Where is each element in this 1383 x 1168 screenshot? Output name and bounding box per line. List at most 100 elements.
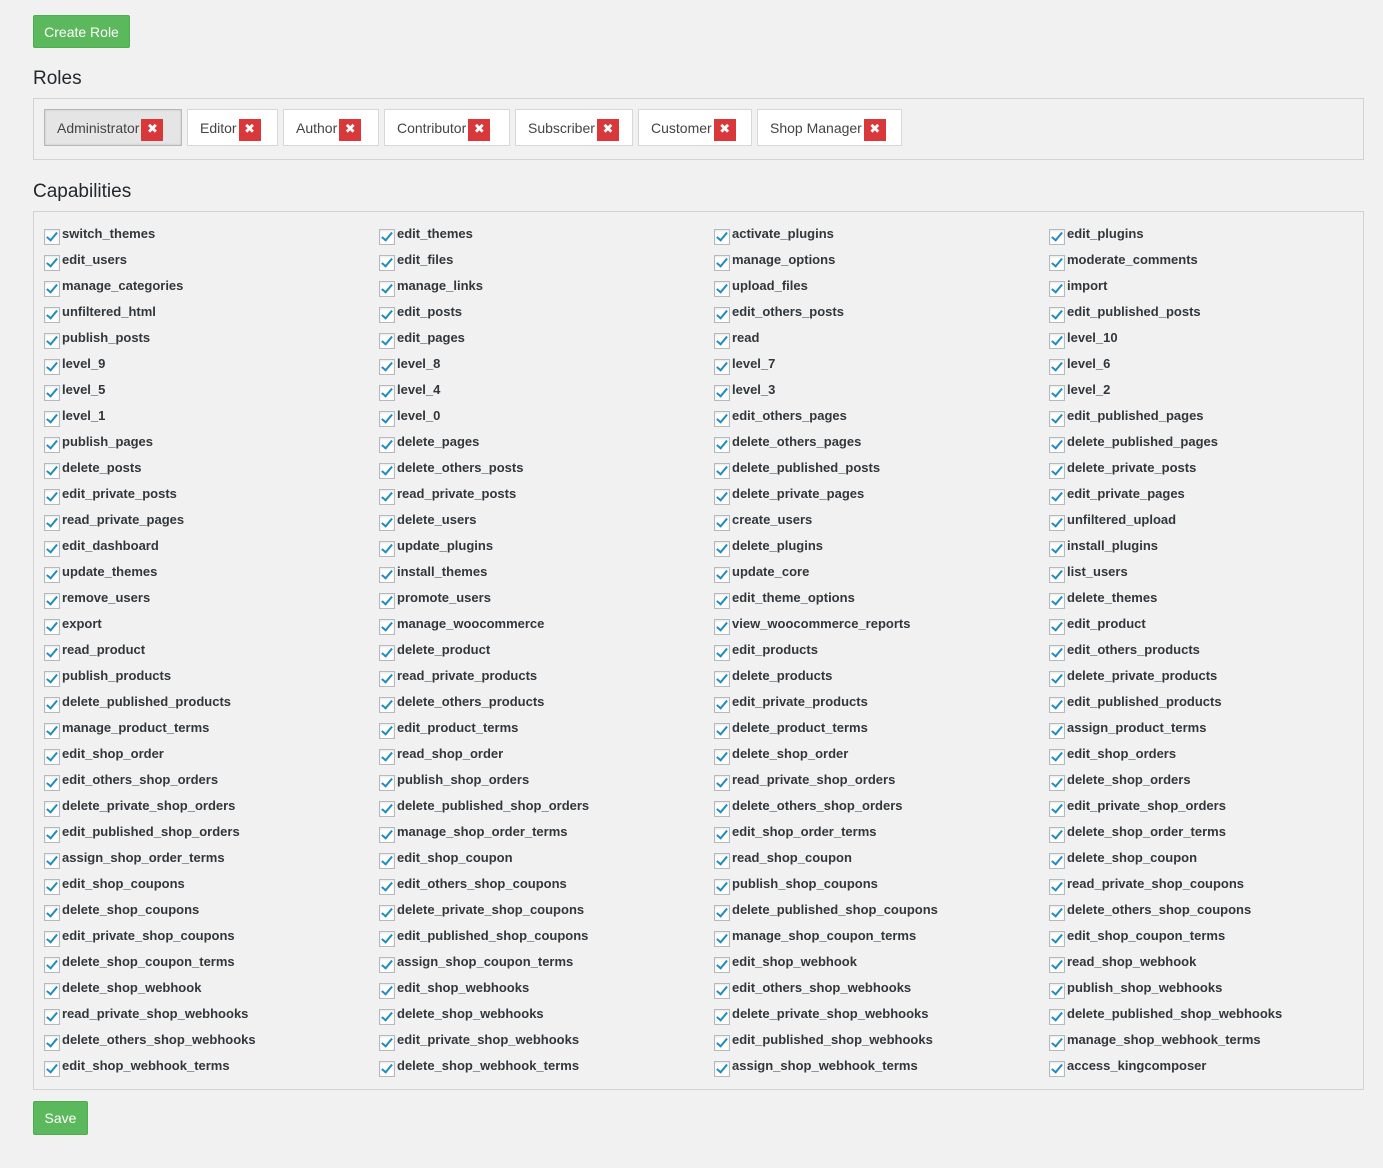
capability-checkbox[interactable] xyxy=(379,827,395,843)
capability-checkbox[interactable] xyxy=(44,1061,60,1077)
capability-checkbox[interactable] xyxy=(379,879,395,895)
capability-checkbox[interactable] xyxy=(1049,1061,1065,1077)
capability-checkbox[interactable] xyxy=(44,515,60,531)
capability-checkbox[interactable] xyxy=(44,541,60,557)
capability-checkbox[interactable] xyxy=(44,385,60,401)
capability-checkbox[interactable] xyxy=(44,879,60,895)
capability-checkbox[interactable] xyxy=(714,697,730,713)
capability-checkbox[interactable] xyxy=(44,671,60,687)
capability-checkbox[interactable] xyxy=(714,645,730,661)
capability-checkbox[interactable] xyxy=(714,1035,730,1051)
capability-checkbox[interactable] xyxy=(1049,463,1065,479)
capability-checkbox[interactable] xyxy=(714,671,730,687)
capability-checkbox[interactable] xyxy=(714,359,730,375)
capability-checkbox[interactable] xyxy=(379,567,395,583)
capability-checkbox[interactable] xyxy=(1049,281,1065,297)
capability-checkbox[interactable] xyxy=(44,905,60,921)
capability-checkbox[interactable] xyxy=(379,957,395,973)
remove-role-icon[interactable]: ✖ xyxy=(339,118,362,141)
capability-checkbox[interactable] xyxy=(1049,307,1065,323)
capability-checkbox[interactable] xyxy=(379,411,395,427)
capability-checkbox[interactable] xyxy=(714,749,730,765)
role-tag[interactable]: Customer✖ xyxy=(638,109,752,146)
capability-checkbox[interactable] xyxy=(1049,879,1065,895)
capability-checkbox[interactable] xyxy=(1049,593,1065,609)
capability-checkbox[interactable] xyxy=(1049,1035,1065,1051)
capability-checkbox[interactable] xyxy=(714,619,730,635)
capability-checkbox[interactable] xyxy=(44,489,60,505)
capability-checkbox[interactable] xyxy=(1049,749,1065,765)
role-tag[interactable]: Administrator✖ xyxy=(44,109,182,146)
capability-checkbox[interactable] xyxy=(1049,489,1065,505)
capability-checkbox[interactable] xyxy=(1049,957,1065,973)
capability-checkbox[interactable] xyxy=(1049,255,1065,271)
capability-checkbox[interactable] xyxy=(714,905,730,921)
capability-checkbox[interactable] xyxy=(379,619,395,635)
role-tag[interactable]: Editor✖ xyxy=(187,109,278,146)
capability-checkbox[interactable] xyxy=(1049,671,1065,687)
capability-checkbox[interactable] xyxy=(1049,723,1065,739)
capability-checkbox[interactable] xyxy=(379,905,395,921)
capability-checkbox[interactable] xyxy=(1049,619,1065,635)
capability-checkbox[interactable] xyxy=(44,281,60,297)
capability-checkbox[interactable] xyxy=(44,229,60,245)
capability-checkbox[interactable] xyxy=(44,931,60,947)
capability-checkbox[interactable] xyxy=(379,385,395,401)
capability-checkbox[interactable] xyxy=(714,229,730,245)
capability-checkbox[interactable] xyxy=(44,723,60,739)
remove-role-icon[interactable]: ✖ xyxy=(238,118,261,141)
capability-checkbox[interactable] xyxy=(1049,853,1065,869)
capability-checkbox[interactable] xyxy=(44,463,60,479)
capability-checkbox[interactable] xyxy=(379,931,395,947)
capability-checkbox[interactable] xyxy=(44,1035,60,1051)
remove-role-icon[interactable]: ✖ xyxy=(596,118,619,141)
capability-checkbox[interactable] xyxy=(1049,775,1065,791)
capability-checkbox[interactable] xyxy=(379,1009,395,1025)
capability-checkbox[interactable] xyxy=(714,879,730,895)
role-tag[interactable]: Shop Manager✖ xyxy=(757,109,902,146)
capability-checkbox[interactable] xyxy=(379,801,395,817)
role-tag[interactable]: Subscriber✖ xyxy=(515,109,633,146)
capability-checkbox[interactable] xyxy=(379,463,395,479)
capability-checkbox[interactable] xyxy=(44,1009,60,1025)
capability-checkbox[interactable] xyxy=(44,853,60,869)
capability-checkbox[interactable] xyxy=(44,619,60,635)
capability-checkbox[interactable] xyxy=(714,515,730,531)
save-button[interactable]: Save xyxy=(33,1101,88,1135)
capability-checkbox[interactable] xyxy=(379,697,395,713)
capability-checkbox[interactable] xyxy=(379,307,395,323)
capability-checkbox[interactable] xyxy=(44,801,60,817)
capability-checkbox[interactable] xyxy=(44,359,60,375)
capability-checkbox[interactable] xyxy=(1049,359,1065,375)
capability-checkbox[interactable] xyxy=(714,801,730,817)
capability-checkbox[interactable] xyxy=(1049,333,1065,349)
capability-checkbox[interactable] xyxy=(714,437,730,453)
remove-role-icon[interactable]: ✖ xyxy=(713,118,736,141)
capability-checkbox[interactable] xyxy=(379,229,395,245)
capability-checkbox[interactable] xyxy=(714,723,730,739)
capability-checkbox[interactable] xyxy=(714,567,730,583)
role-tag[interactable]: Contributor✖ xyxy=(384,109,510,146)
capability-checkbox[interactable] xyxy=(44,411,60,427)
capability-checkbox[interactable] xyxy=(379,1035,395,1051)
capability-checkbox[interactable] xyxy=(44,983,60,999)
capability-checkbox[interactable] xyxy=(714,853,730,869)
capability-checkbox[interactable] xyxy=(379,255,395,271)
capability-checkbox[interactable] xyxy=(1049,541,1065,557)
capability-checkbox[interactable] xyxy=(714,255,730,271)
capability-checkbox[interactable] xyxy=(379,437,395,453)
capability-checkbox[interactable] xyxy=(714,463,730,479)
capability-checkbox[interactable] xyxy=(379,671,395,687)
capability-checkbox[interactable] xyxy=(379,983,395,999)
capability-checkbox[interactable] xyxy=(714,281,730,297)
capability-checkbox[interactable] xyxy=(379,359,395,375)
capability-checkbox[interactable] xyxy=(379,489,395,505)
capability-checkbox[interactable] xyxy=(44,437,60,453)
capability-checkbox[interactable] xyxy=(44,957,60,973)
remove-role-icon[interactable]: ✖ xyxy=(468,118,491,141)
capability-checkbox[interactable] xyxy=(1049,437,1065,453)
capability-checkbox[interactable] xyxy=(1049,931,1065,947)
capability-checkbox[interactable] xyxy=(1049,697,1065,713)
create-role-button[interactable]: Create Role xyxy=(33,15,130,48)
capability-checkbox[interactable] xyxy=(379,515,395,531)
